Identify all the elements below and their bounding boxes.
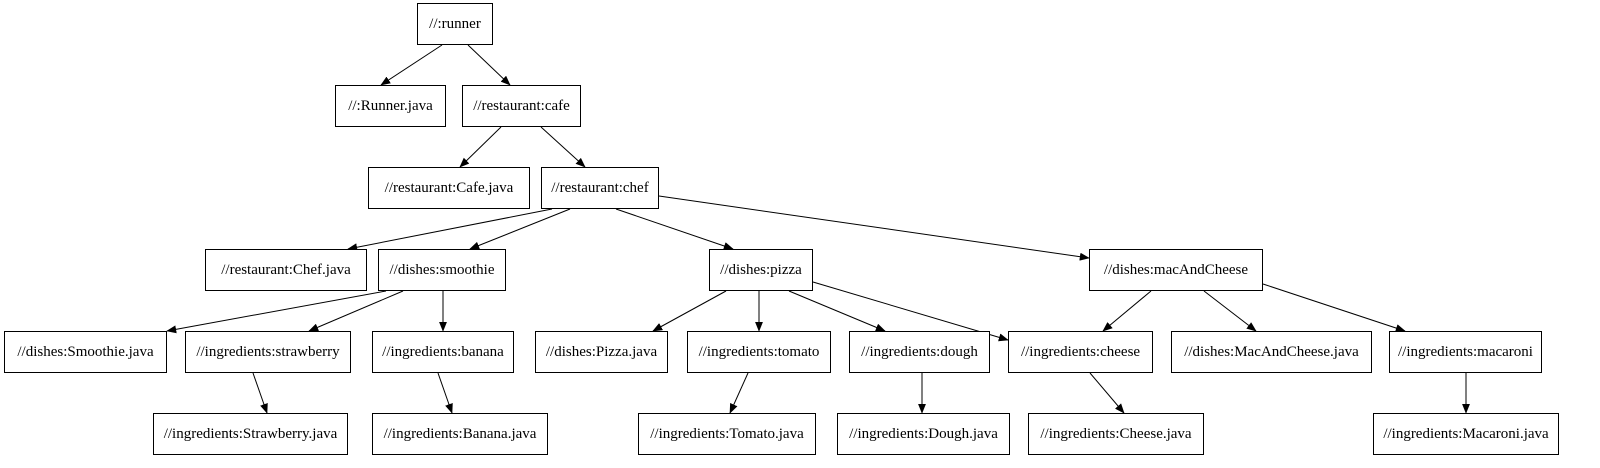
graph-node-label: //ingredients:Banana.java <box>383 425 537 442</box>
graph-node-label: //restaurant:Cafe.java <box>384 179 514 196</box>
graph-node-strawberry_java[interactable]: //ingredients:Strawberry.java <box>153 413 348 455</box>
graph-node-restaurant_cafe[interactable]: //restaurant:cafe <box>462 85 581 127</box>
graph-node-smoothie_java[interactable]: //dishes:Smoothie.java <box>4 331 167 373</box>
graph-node-label: //dishes:MacAndCheese.java <box>1184 343 1359 360</box>
graph-node-ing_dough[interactable]: //ingredients:dough <box>849 331 990 373</box>
graph-node-ing_strawberry[interactable]: //ingredients:strawberry <box>185 331 351 373</box>
graph-node-dough_java[interactable]: //ingredients:Dough.java <box>837 413 1010 455</box>
graph-node-label: //dishes:Smoothie.java <box>17 343 154 360</box>
graph-node-ing_cheese[interactable]: //ingredients:cheese <box>1008 331 1153 373</box>
graph-node-chef_java[interactable]: //restaurant:Chef.java <box>205 249 367 291</box>
graph-node-label: //ingredients:strawberry <box>196 343 340 360</box>
graph-node-dishes_smoothie[interactable]: //dishes:smoothie <box>378 249 506 291</box>
graph-node-label: //:Runner.java <box>348 97 433 114</box>
graph-node-ing_tomato[interactable]: //ingredients:tomato <box>687 331 831 373</box>
graph-node-label: //dishes:pizza <box>720 261 802 278</box>
graph-node-ing_banana[interactable]: //ingredients:banana <box>372 331 514 373</box>
graph-node-label: //restaurant:cafe <box>473 97 570 114</box>
graph-node-dishes_pizza[interactable]: //dishes:pizza <box>709 249 813 291</box>
graph-node-label: //ingredients:Cheese.java <box>1040 425 1192 442</box>
graph-node-runner_java[interactable]: //:Runner.java <box>335 85 446 127</box>
graph-node-label: //ingredients:banana <box>382 343 504 360</box>
graph-node-mac_java[interactable]: //dishes:MacAndCheese.java <box>1171 331 1372 373</box>
graph-node-cafe_java[interactable]: //restaurant:Cafe.java <box>368 167 530 209</box>
graph-node-label: //ingredients:Dough.java <box>849 425 998 442</box>
graph-node-label: //ingredients:cheese <box>1020 343 1141 360</box>
graph-node-runner[interactable]: //:runner <box>417 3 493 45</box>
graph-node-label: //ingredients:Macaroni.java <box>1383 425 1549 442</box>
graph-node-label: //dishes:macAndCheese <box>1103 261 1249 278</box>
graph-node-label: //ingredients:tomato <box>698 343 820 360</box>
graph-node-tomato_java[interactable]: //ingredients:Tomato.java <box>638 413 816 455</box>
graph-node-label: //dishes:smoothie <box>389 261 495 278</box>
graph-node-pizza_java[interactable]: //dishes:Pizza.java <box>535 331 668 373</box>
graph-node-cheese_java[interactable]: //ingredients:Cheese.java <box>1028 413 1204 455</box>
graph-node-label: //restaurant:Chef.java <box>221 261 351 278</box>
graph-node-label: //:runner <box>429 15 481 32</box>
graph-node-label: //ingredients:Strawberry.java <box>163 425 338 442</box>
graph-node-label: //ingredients:dough <box>861 343 978 360</box>
graph-node-dishes_mac[interactable]: //dishes:macAndCheese <box>1089 249 1263 291</box>
graph-node-label: //ingredients:macaroni <box>1398 343 1533 360</box>
graph-node-macaroni_java[interactable]: //ingredients:Macaroni.java <box>1373 413 1559 455</box>
graph-node-label: //dishes:Pizza.java <box>545 343 658 360</box>
graph-node-restaurant_chef[interactable]: //restaurant:chef <box>541 167 659 209</box>
graph-node-label: //restaurant:chef <box>551 179 649 196</box>
graph-node-ing_macaroni[interactable]: //ingredients:macaroni <box>1389 331 1542 373</box>
graph-node-banana_java[interactable]: //ingredients:Banana.java <box>372 413 548 455</box>
graph-node-label: //ingredients:Tomato.java <box>650 425 804 442</box>
